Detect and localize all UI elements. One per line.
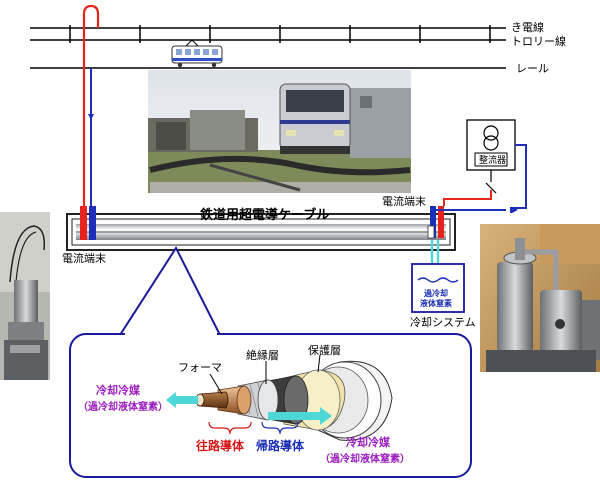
feeder-label: き電線 bbox=[511, 20, 544, 34]
rail-label: レール bbox=[516, 62, 549, 75]
left-terminal-photo bbox=[0, 212, 50, 380]
return-conductor-label: 帰路導体 bbox=[256, 438, 305, 453]
train-icon bbox=[171, 39, 223, 68]
cooling-tank-line2: 液体窒素 bbox=[420, 298, 452, 308]
feeder-line bbox=[30, 25, 506, 43]
outgoing-conductor-brace bbox=[208, 421, 252, 435]
trolley-label: トロリー線 bbox=[511, 34, 566, 48]
cable-title: 鉄道用超電導ケーブル bbox=[200, 207, 329, 223]
coolant-pipes bbox=[430, 240, 440, 266]
terminal-left-label: 電流端末 bbox=[62, 251, 106, 265]
terminal-right-label: 電流端末 bbox=[382, 194, 426, 208]
cooling-tank-line1: 過冷却 bbox=[423, 288, 448, 298]
cooling-tank bbox=[411, 263, 465, 313]
return-conductor-brace bbox=[261, 421, 299, 435]
callout-connector bbox=[118, 245, 222, 336]
cooling-system-photo bbox=[480, 224, 600, 372]
coolant-arrow-right bbox=[268, 407, 332, 425]
coolant-right-line2: （過冷却液体窒素） bbox=[320, 452, 410, 465]
coolant-left-line2: （過冷却液体窒素） bbox=[78, 400, 168, 413]
insulation-label: 絶縁層 bbox=[246, 348, 279, 362]
label-leaders bbox=[209, 354, 321, 395]
former-label: フォーマ bbox=[178, 361, 222, 374]
left-current-path bbox=[82, 4, 100, 226]
rectifier-label: 整流器 bbox=[479, 154, 506, 166]
coolant-left-line1: 冷却冷媒 bbox=[96, 383, 141, 397]
coolant-right-line1: 冷却冷媒 bbox=[346, 435, 391, 449]
cooling-system-label: 冷却システム bbox=[410, 316, 476, 329]
cable-assembly bbox=[66, 206, 456, 251]
rectifier-block bbox=[466, 119, 516, 171]
protection-label: 保護層 bbox=[308, 343, 341, 357]
outgoing-conductor-label: 往路導体 bbox=[196, 438, 245, 453]
coolant-arrow-left bbox=[166, 392, 198, 408]
train-photo bbox=[148, 70, 411, 193]
right-current-path bbox=[432, 144, 527, 213]
